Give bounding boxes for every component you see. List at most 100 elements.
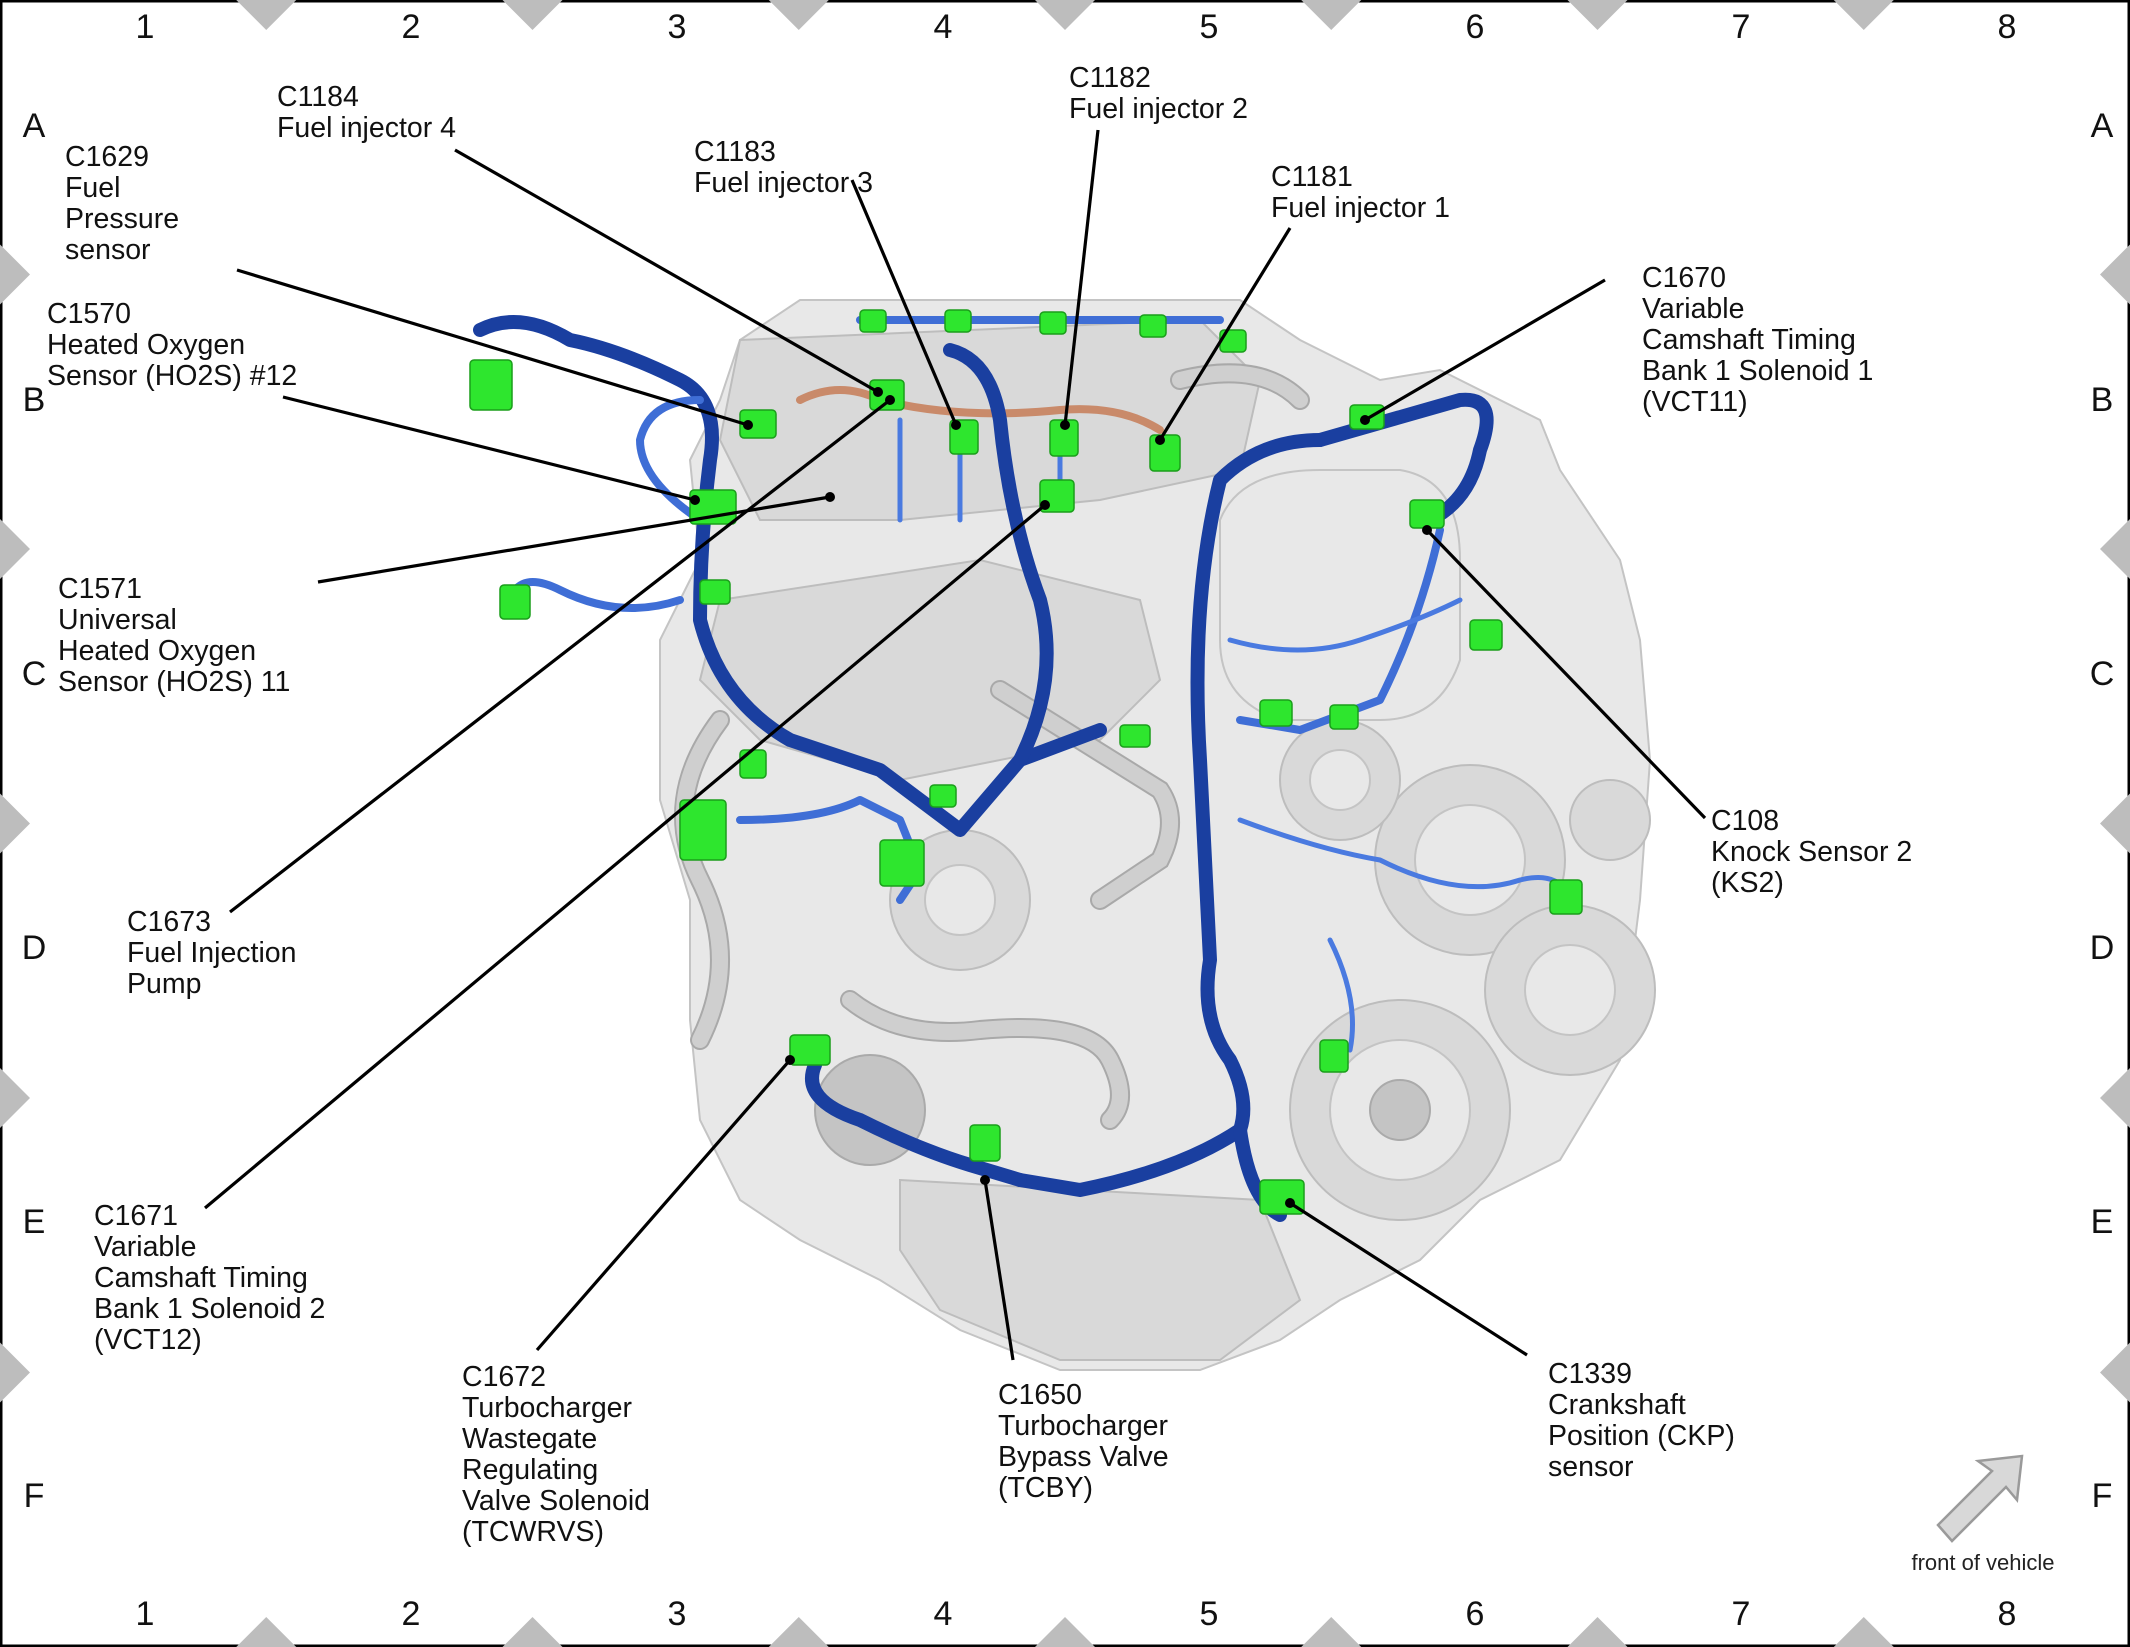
fuel-rail [796,386,1164,434]
leader-dot-c1571 [825,492,835,502]
callout-c108-line-3: (KS2) [1711,867,1784,899]
connector-c1571 [499,584,531,620]
callout-c1629-line-2: Fuel [65,172,120,204]
grid-col-7-bottom: 7 [1732,1595,1751,1633]
callout-c1339-line-1: C1339 [1548,1358,1632,1390]
front-of-vehicle-indicator: front of vehicle [1911,1454,2055,1575]
leader-c1570 [282,395,696,502]
grid-col-8-bottom: 8 [1998,1595,2017,1633]
connector-left-lower [739,749,767,779]
grid-col-3-bottom: 3 [668,1595,687,1633]
callout-c1181-line-1: C1181 [1271,161,1353,193]
callout-c1181-line-2: Fuel injector 1 [1271,192,1450,224]
grid-row-a-left: A [23,107,46,145]
harness-lower-run [805,1058,1027,1187]
connector-c1650 [969,1124,1001,1162]
callout-c1673-line-2: Fuel Injection [127,937,297,969]
wiring-harness [473,315,1573,1222]
leader-dot-c1670 [1360,415,1370,425]
connector-lower-front [1319,1039,1349,1073]
connectors [469,309,1583,1215]
callout-c1183-line-1: C1183 [694,136,776,168]
connector-c1671 [879,839,925,887]
border-marker-right-3 [2100,793,2130,854]
border-marker-top-2 [502,0,563,30]
callout-c1571: C1571 Universal Heated Oxygen Sensor (HO… [58,573,290,698]
harness-front-branch [1227,597,1463,653]
grid-rows-right: A B C D E F [2090,107,2115,1515]
border-marker-bottom-5 [1301,1617,1362,1647]
callout-c1670-line-1: C1670 [1642,262,1726,294]
harness-lower-front-branch [1327,937,1355,1053]
oil-pan [899,1178,1302,1361]
callout-c1339: C1339 Crankshaft Position (CKP) sensor [1548,1358,1743,1483]
leader-c1672 [535,1058,792,1352]
leader-dot-c1183 [951,420,961,430]
callout-c1183-line-2: Fuel injector 3 [694,167,873,199]
border-marker-right-2 [2100,519,2130,579]
callout-c1184-line-2: Fuel injector 4 [277,112,456,144]
border-marker-right-5 [2100,1342,2130,1403]
leader-dot-c1570 [690,495,700,505]
leader-dot-c1650 [980,1175,990,1185]
callout-c1629: C1629 Fuel Pressure sensor [65,141,187,266]
connector-wastegate-block [679,799,727,861]
engine-illustration [659,299,1656,1371]
leader-c1184 [454,148,879,394]
grid-row-d-left: D [22,929,47,967]
callout-c1571-line-1: C1571 [58,573,142,605]
leader-c1670 [1364,278,1606,422]
callout-c1570-line-3: Sensor (HO2S) #12 [47,360,297,392]
callout-c1339-line-3: Position (CKP) [1548,1420,1735,1452]
leader-lines [203,129,1707,1361]
callout-c1672-line-2: Turbocharger [462,1392,633,1424]
connector-alternator [1549,879,1583,915]
border-marker-top-1 [236,0,297,30]
connector-right-mid [1259,699,1293,727]
callout-c1673-line-1: C1673 [127,906,211,938]
grid-row-e-right: E [2091,1203,2114,1241]
connector-c108 [1409,499,1445,529]
grid-col-3-top: 3 [668,8,687,46]
callout-c1571-line-2: Universal [58,604,177,636]
harness-vct12-branch [736,796,924,904]
leader-dot-c1672 [785,1055,795,1065]
oil-line [676,712,728,1048]
grid-rows-left: A B C D E F [22,107,47,1515]
border-marker-right-4 [2100,1068,2130,1128]
grid-col-8-top: 8 [1998,8,2017,46]
callout-c1672-line-3: Wastegate [462,1423,597,1455]
ev-pipe [992,682,1178,908]
callout-c1181: C1181 Fuel injector 1 [1271,161,1450,224]
border-marker-bottom-3 [768,1617,829,1647]
callout-c1650-line-4: (TCBY) [998,1472,1093,1504]
grid-col-2-top: 2 [402,8,421,46]
border-marker-bottom-2 [502,1617,563,1647]
callouts: C1184 Fuel injector 4 C1629 Fuel Pressur… [47,62,1912,1548]
callout-c1629-line-3: Pressure [65,203,179,235]
grid-col-4-top: 4 [934,8,953,46]
grid-row-b-left: B [23,381,46,419]
arrow-up-right-icon [1936,1454,2024,1543]
alternator-pulley-hub [1524,944,1616,1036]
callout-c1184: C1184 Fuel injector 4 [277,81,456,144]
leader-dot-c108 [1422,525,1432,535]
water-pump-pulley-hub [1414,804,1526,916]
harness-ho2s12-branch [636,396,704,524]
turbocharger-inlet [924,864,996,936]
callout-c1629-line-4: sensor [65,234,151,266]
border-marker-bottom-7 [1833,1617,1894,1647]
grid-col-6-bottom: 6 [1466,1595,1485,1633]
leader-c1182 [1063,129,1100,426]
connector-c1181 [1149,434,1181,472]
connector-ho2s12-body [469,359,513,411]
connector-center-mid [1119,724,1151,748]
grid-row-f-left: F [24,1477,45,1515]
leader-dot-c1629 [743,420,753,430]
callout-c1672-line-4: Regulating [462,1454,598,1486]
connector-top-1 [859,309,887,333]
callout-c1671-line-4: Bank 1 Solenoid 2 [94,1293,325,1325]
harness-main-trunk [1013,433,1327,1197]
